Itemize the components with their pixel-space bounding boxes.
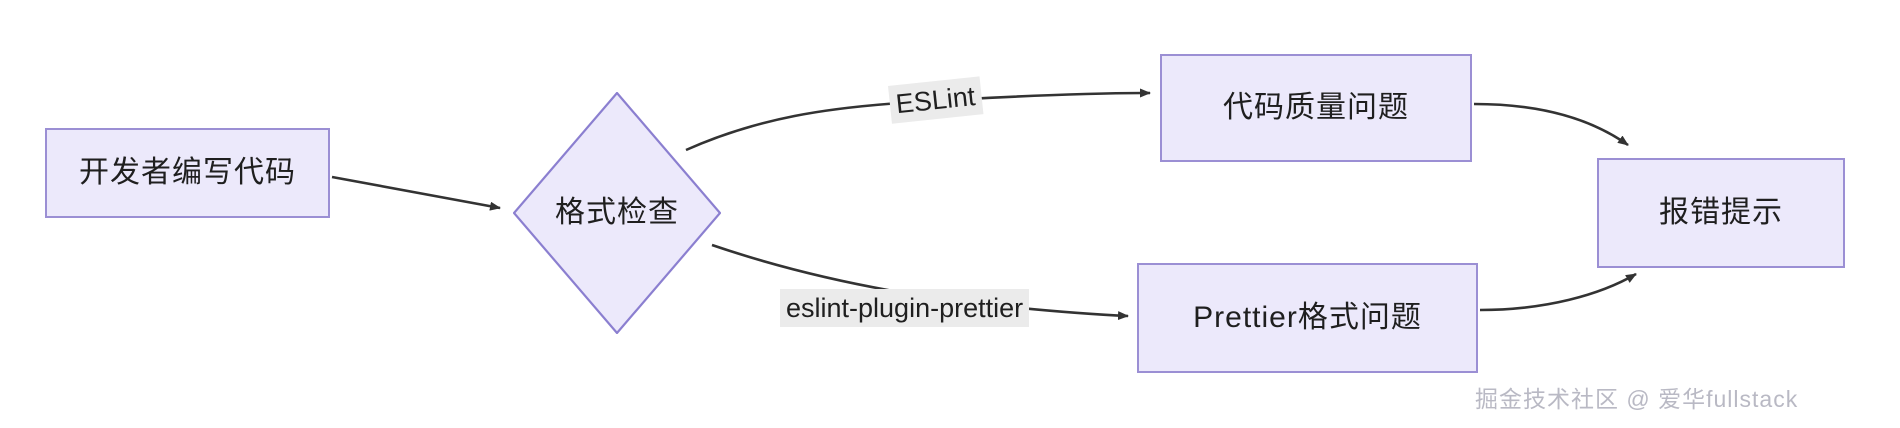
node-label: 报错提示 [1659, 196, 1783, 229]
node-label: 格式检查 [555, 196, 679, 229]
node-label: Prettier格式问题 [1193, 301, 1422, 334]
node-code-quality-issue[interactable]: 代码质量问题 [1160, 54, 1472, 162]
node-label: 代码质量问题 [1223, 91, 1409, 124]
node-label: 开发者编写代码 [79, 156, 296, 189]
watermark: 掘金技术社区 @ 爱华fullstack [1475, 386, 1799, 412]
node-developer-writes-code[interactable]: 开发者编写代码 [45, 128, 330, 218]
edge-quality-to-error [1473, 102, 1629, 147]
edge-label-eslint-plugin-prettier: eslint-plugin-prettier [780, 289, 1030, 328]
edge-dev-to-check [331, 175, 501, 211]
node-prettier-format-issue[interactable]: Prettier格式问题 [1137, 263, 1478, 373]
node-error-prompt[interactable]: 报错提示 [1597, 158, 1845, 268]
edge-prettier-to-error [1479, 272, 1637, 312]
node-format-check[interactable]: 格式检查 [513, 92, 721, 334]
diamond-shape-icon [513, 92, 721, 334]
